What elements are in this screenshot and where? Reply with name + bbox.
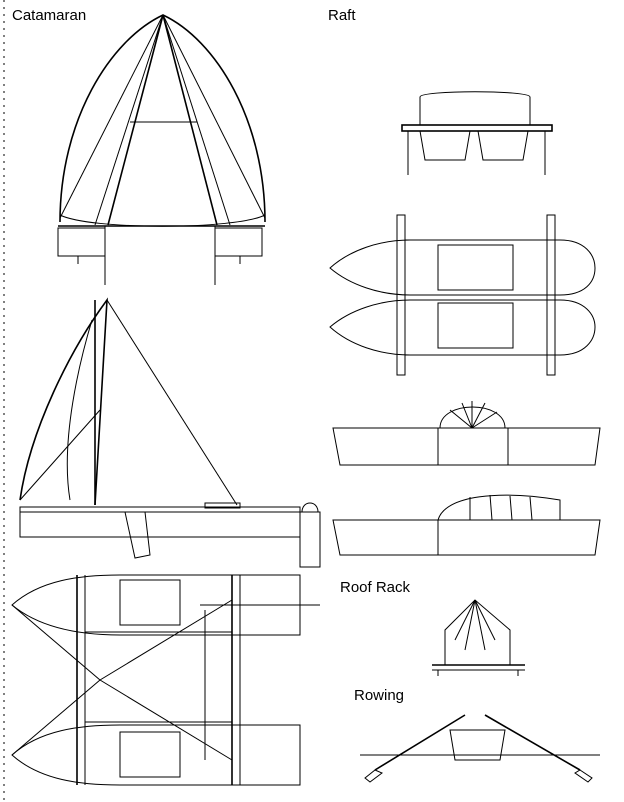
catamaran-plan-view <box>11 574 320 786</box>
raft-side-view-2 <box>332 494 601 556</box>
rowing-drawing <box>360 714 600 783</box>
raft-side-view-1 <box>332 401 601 466</box>
catamaran-side-view <box>19 297 321 568</box>
roof-rack-label: Roof Rack <box>340 579 411 596</box>
rowing-label: Rowing <box>354 687 405 704</box>
catamaran-front-view <box>57 14 266 285</box>
raft-label: Raft <box>328 7 356 24</box>
raft-plan-view <box>329 214 596 376</box>
catamaran-label: Catamaran <box>12 7 87 24</box>
roof-rack-drawing <box>432 599 525 676</box>
raft-front-view <box>401 91 553 175</box>
